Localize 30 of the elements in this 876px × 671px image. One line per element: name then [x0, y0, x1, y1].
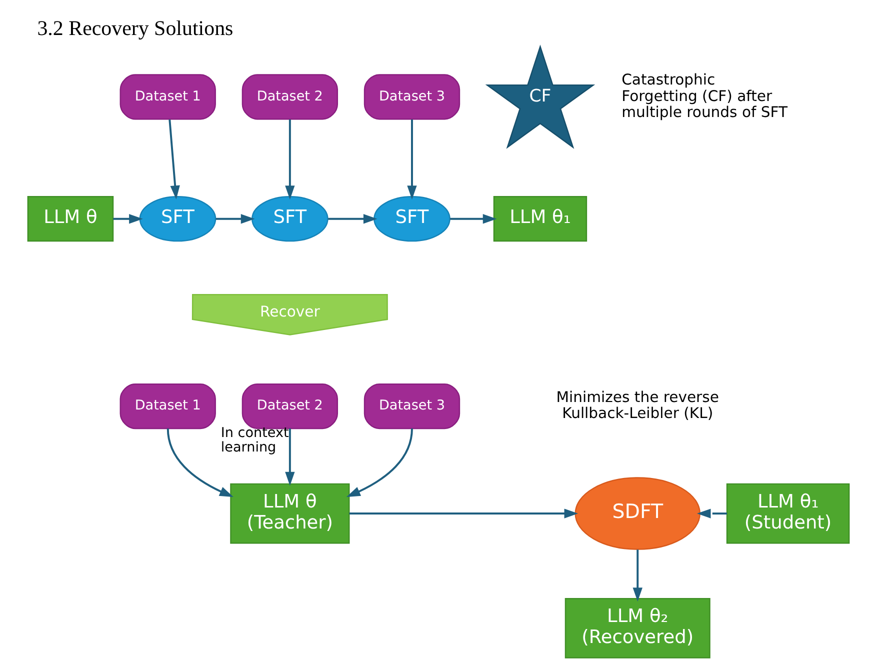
arrow [348, 508, 578, 518]
arrow [450, 214, 496, 224]
node-box: LLM θ₁ (Student) [726, 483, 850, 544]
arrow [696, 508, 726, 518]
node-ellipse: SFT [373, 196, 450, 242]
node-box: Dataset 3 [363, 383, 460, 430]
node-ellipse: SFT [251, 196, 328, 242]
node-box: LLM θ (Teacher) [230, 483, 350, 544]
diagram-title: 3.2 Recovery Solutions [36, 16, 233, 40]
arrow [284, 428, 294, 486]
arrow [284, 120, 294, 200]
node-ellipse: SFT [138, 196, 216, 242]
arrow [112, 214, 142, 224]
node-ellipse: SDFT [574, 477, 700, 550]
node-box: LLM θ [26, 196, 114, 242]
arrow [406, 120, 416, 200]
node-box: Dataset 2 [241, 74, 338, 120]
node-label: Catastrophic Forgetting (CF) after multiple rounds of SFT [621, 72, 788, 121]
arrow [215, 214, 254, 224]
node-label: Minimizes the reverse Kullback-Leibler (KL) [556, 389, 718, 422]
node-box: LLM θ₁ [492, 196, 587, 242]
node-box: LLM θ₂ (Recovered) [564, 598, 710, 658]
node-box: Dataset 1 [119, 383, 216, 430]
arrow [166, 428, 233, 497]
arrow [346, 428, 412, 497]
node-box: Dataset 3 [363, 74, 460, 120]
arrow [168, 119, 180, 200]
node-box: Dataset 1 [119, 74, 216, 120]
arrow [328, 214, 377, 224]
arrow [632, 550, 642, 602]
